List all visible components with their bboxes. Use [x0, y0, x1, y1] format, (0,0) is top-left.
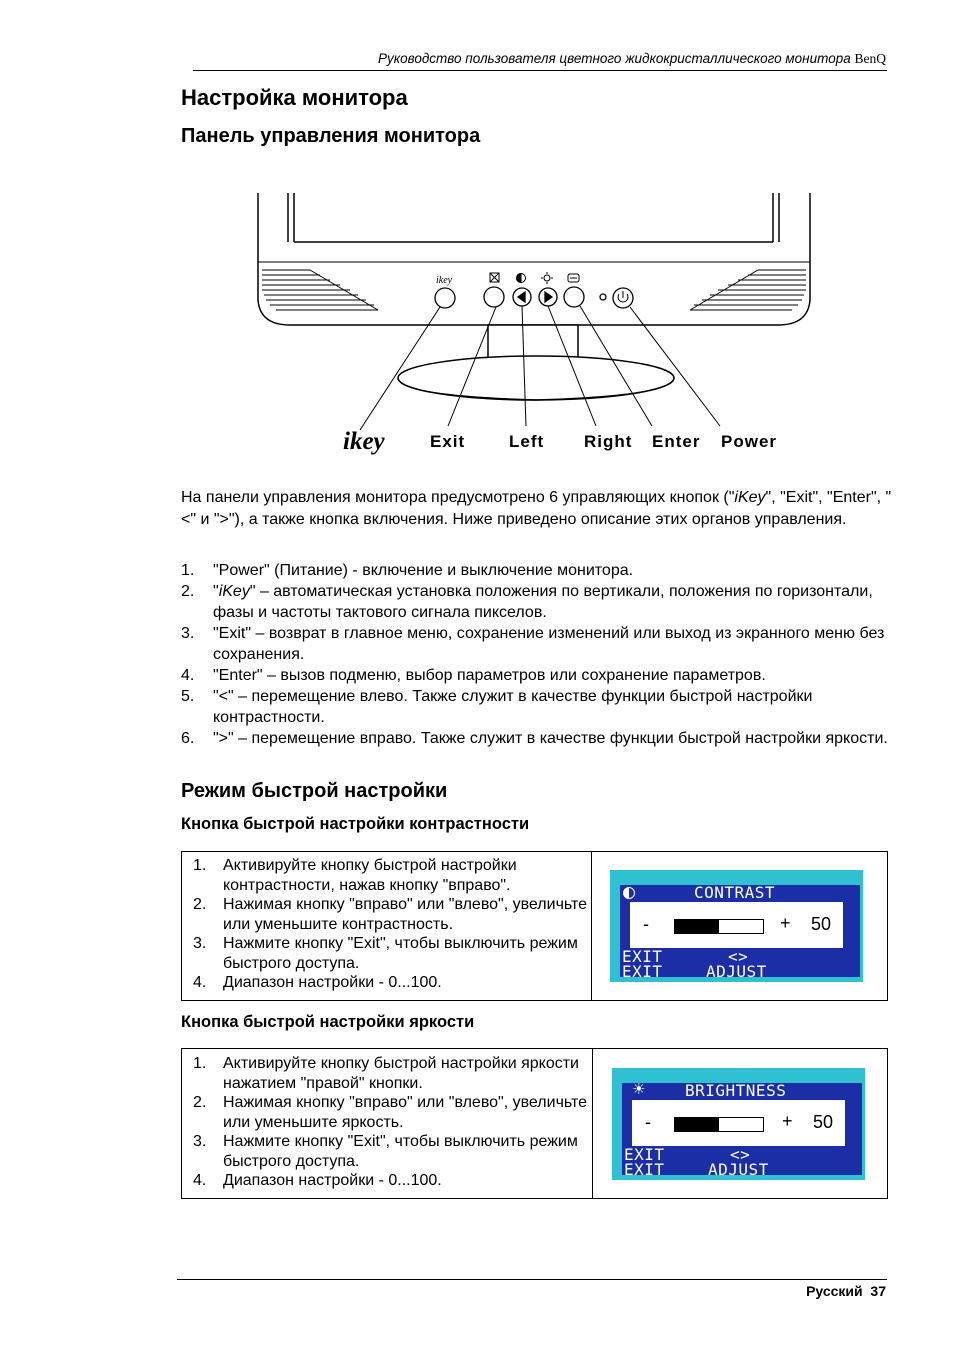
intro-text-b: ", "Exit", "Enter", "<" и ">"), а также …	[181, 489, 892, 528]
button-icons	[489, 272, 580, 284]
intro-ikey: iKey	[734, 489, 766, 506]
osd-brightness-panel: - + 50	[632, 1100, 845, 1146]
buttons-list: 1."Power" (Питание) - включение и выключ…	[181, 560, 893, 749]
list-item: 2.Нажимая кнопку "вправо" или "влево", у…	[193, 896, 588, 933]
exit-button	[483, 286, 505, 308]
brightness-box	[181, 1048, 888, 1199]
brightness-steps: 1.Активируйте кнопку быстрой настройки я…	[193, 1054, 593, 1191]
page-number: 37	[870, 1283, 886, 1299]
footer-language: Русский	[806, 1283, 863, 1299]
osd-nav-exit-2: EXIT	[622, 962, 663, 981]
header-rule	[193, 70, 887, 71]
power-label: Power	[721, 432, 778, 451]
page-title: Настройка монитора	[181, 85, 408, 110]
ikey-label: ikey	[343, 428, 385, 455]
osd-minus: -	[645, 1112, 651, 1132]
footer: Русский 37	[700, 1283, 886, 1299]
osd-value: 50	[811, 914, 832, 934]
list-item: 3.Нажмите кнопку "Exit", чтобы выключить…	[193, 935, 578, 972]
list-item: 3.Нажмите кнопку "Exit", чтобы выключить…	[193, 1133, 578, 1170]
osd-brightness-bar	[674, 1117, 764, 1132]
monitor-stand	[397, 324, 675, 401]
contrast-box	[181, 851, 888, 1001]
osd-nav-exit-2: EXIT	[624, 1160, 665, 1179]
osd-plus: +	[782, 1111, 793, 1131]
section-heading-quick: Режим быстрой настройки	[181, 780, 448, 802]
power-led	[599, 293, 607, 301]
osd-nav-exit: EXIT	[624, 1145, 665, 1164]
sun-icon: ☀	[632, 1081, 646, 1098]
osd-plus: +	[780, 913, 791, 933]
subheading-brightness: Кнопка быстрой настройки яркости	[181, 1013, 475, 1031]
footer-rule	[177, 1279, 887, 1280]
exit-label: Exit	[430, 432, 466, 451]
osd-nav-adjust: ADJUST	[708, 1160, 769, 1179]
list-item: 1.Активируйте кнопку быстрой настройки к…	[193, 857, 517, 894]
list-item: 4.Диапазон настройки - 0...100.	[193, 1172, 442, 1189]
ikey-small-label: ikey	[436, 275, 453, 286]
vent-right	[689, 269, 806, 311]
exit-icon	[489, 272, 500, 283]
osd-value: 50	[813, 1112, 834, 1132]
osd-contrast-panel: - + 50	[630, 902, 843, 948]
osd-brightness-bar-fill	[675, 1118, 719, 1131]
brightness-box-divider	[592, 1048, 593, 1198]
list-item: 6.">" – перемещение вправо. Также служит…	[181, 730, 888, 747]
contrast-steps: 1.Активируйте кнопку быстрой настройки к…	[193, 856, 593, 993]
left-label: Left	[509, 432, 545, 451]
contrast-box-divider	[591, 851, 592, 1000]
osd-nav-arrows: <>	[728, 947, 749, 966]
header-title: Руководство пользователя цветного жидкок…	[377, 51, 851, 66]
vent-left	[262, 269, 379, 311]
osd-nav-adjust: ADJUST	[706, 962, 767, 981]
osd-contrast-bar-fill	[675, 920, 719, 933]
brightness-icon	[543, 274, 551, 282]
enter-label: Enter	[652, 432, 701, 451]
list-item: 4.Диапазон настройки - 0...100.	[193, 974, 442, 991]
osd-minus: -	[643, 914, 649, 934]
osd-brightness: ☀ BRIGHTNESS - + 50 EXIT <> EXIT ADJUST	[612, 1068, 865, 1180]
list-item: 1."Power" (Питание) - включение и выключ…	[181, 562, 634, 579]
list-item: 4. "Enter" – вызов подменю, выбор параме…	[181, 667, 766, 684]
list-item: 2."iKey" – автоматическая установка поло…	[181, 583, 873, 621]
monitor-control-panel-diagram: ikey	[257, 193, 811, 431]
osd-nav-exit: EXIT	[622, 947, 663, 966]
running-header: Руководство пользователя цветного жидкок…	[180, 51, 886, 67]
osd-brightness-title: BRIGHTNESS	[685, 1081, 787, 1100]
intro-paragraph: На панели управления монитора предусмотр…	[181, 487, 893, 530]
header-brand: BenQ	[854, 51, 887, 66]
list-item: 2.Нажимая кнопку "вправо" или "влево", у…	[193, 1094, 588, 1131]
leader-lines	[359, 305, 721, 431]
panel-buttons	[434, 286, 634, 309]
osd-contrast-bar	[674, 919, 764, 934]
intro-text-a: На панели управления монитора предусмотр…	[181, 489, 735, 506]
subheading-contrast: Кнопка быстрой настройки контрастности	[181, 815, 530, 833]
list-item: 5."<" – перемещение влево. Также служит …	[181, 688, 813, 726]
contrast-icon	[623, 887, 635, 899]
enter-button	[563, 286, 585, 308]
list-item: 1.Активируйте кнопку быстрой настройки я…	[193, 1055, 579, 1092]
osd-nav-arrows: <>	[730, 1145, 751, 1164]
ikey-button	[434, 287, 456, 309]
right-label: Right	[584, 432, 633, 451]
section-heading-panel: Панель управления монитора	[181, 125, 481, 147]
osd-contrast: CONTRAST - + 50 EXIT <> EXIT ADJUST	[610, 870, 863, 982]
menu-icon	[567, 273, 580, 283]
osd-contrast-title: CONTRAST	[694, 883, 776, 902]
list-item: 3."Exit" – возврат в главное меню, сохра…	[181, 625, 885, 663]
